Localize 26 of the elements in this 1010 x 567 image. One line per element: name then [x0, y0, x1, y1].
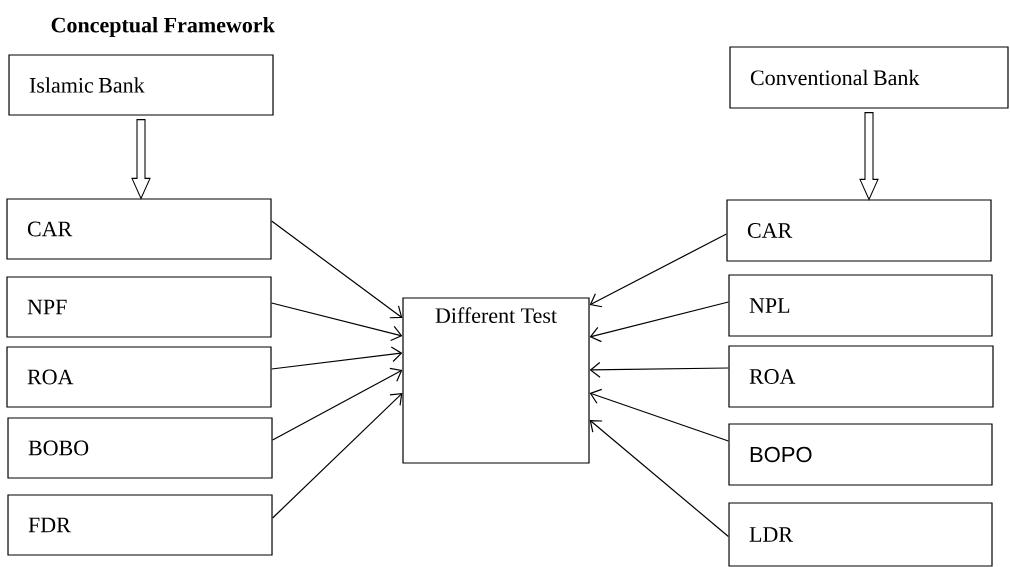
test-box: Different Test	[402, 297, 590, 464]
bank-box: Islamic Bank	[8, 54, 274, 116]
arrow	[589, 361, 729, 378]
variable-box: FDR	[7, 494, 273, 556]
variable-box: NPF	[6, 276, 272, 338]
arrow	[589, 301, 729, 343]
variable-box: NPL	[728, 274, 993, 337]
variable-box: CAR	[6, 198, 272, 260]
arrow	[271, 220, 403, 319]
variable-box: BOBO	[7, 417, 273, 479]
arrow	[271, 302, 403, 342]
block-arrow	[859, 112, 879, 201]
arrow	[589, 233, 727, 308]
arrow	[271, 346, 403, 370]
variable-box: BOPO	[728, 423, 993, 486]
title: Conceptual Framework	[51, 17, 275, 37]
variable-box: LDR	[728, 502, 993, 567]
variable-box: ROA	[6, 346, 272, 408]
bank-box: Conventional Bank	[729, 46, 1009, 109]
arrow	[272, 367, 403, 441]
variable-box: CAR	[726, 199, 992, 262]
arrow	[589, 388, 729, 442]
arrow	[272, 393, 403, 519]
variable-box: ROA	[728, 345, 994, 408]
arrow	[589, 420, 729, 538]
block-arrow	[131, 119, 151, 200]
